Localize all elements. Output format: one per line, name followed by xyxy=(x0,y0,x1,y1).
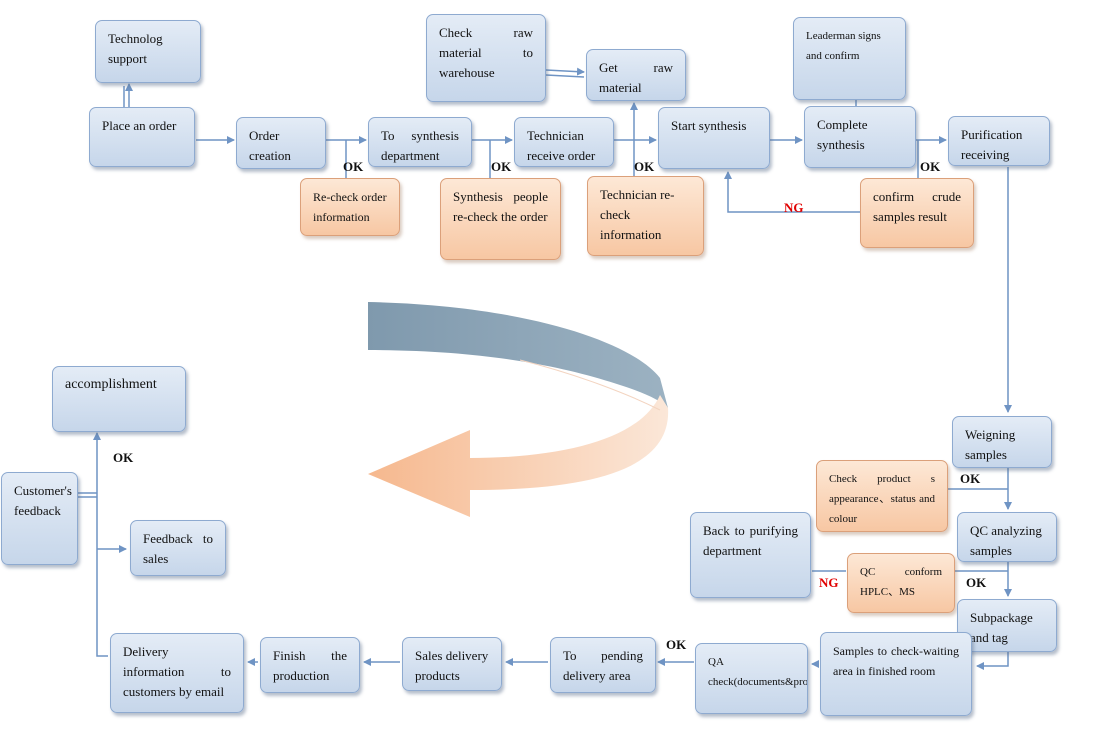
technician-receive-box: Technician receive order xyxy=(514,117,614,167)
finish-production-box: Finish the production xyxy=(260,637,360,693)
ok-label-synthesis-people: OK xyxy=(491,159,512,174)
curved-arrow-edge xyxy=(519,359,661,411)
synthesis-people-recheck-box: Synthesis people re-check the order xyxy=(440,178,561,260)
subpackage-box: Subpackage and tag xyxy=(957,599,1057,652)
leaderman-signs-box: Leaderman signs and confirm xyxy=(793,17,906,100)
pending-delivery-box: To pending delivery area xyxy=(550,637,656,693)
order-creation-box: Order creation xyxy=(236,117,326,169)
recheck-order-info-box: Re-check order information xyxy=(300,178,400,236)
purification-box: Purification receiving xyxy=(948,116,1050,166)
back-purifying-box: Back to purifying department xyxy=(690,512,811,598)
confirm-crude-box: confirm crude samples result xyxy=(860,178,974,248)
place-order-box: Place an order xyxy=(89,107,195,167)
weighing-box: Weigning samples xyxy=(952,416,1052,468)
start-synthesis-box: Start synthesis xyxy=(658,107,770,169)
ok-label-qa: OK xyxy=(666,637,687,652)
customer-feedback-box: Customer's feedback xyxy=(1,472,78,565)
ok-label-technician: OK xyxy=(634,159,655,174)
samples-waiting-box: Samples to check-waiting area in finishe… xyxy=(820,632,972,716)
check-raw-material-box: Check raw material to warehouse xyxy=(426,14,546,102)
curved-direction-arrow xyxy=(368,302,669,517)
ok-label-recheck: OK xyxy=(343,159,364,174)
ng-label-crude: NG xyxy=(784,200,804,215)
qa-check-box: QA check(documents&products) xyxy=(695,643,808,714)
get-raw-material-box: Get raw material xyxy=(586,49,686,101)
curved-arrow-body xyxy=(368,395,669,517)
technolog-support-box: Technolog support xyxy=(95,20,201,83)
qc-analyzing-box: QC analyzing samples xyxy=(957,512,1057,562)
complete-synthesis-box: Complete synthesis xyxy=(804,106,916,168)
qc-conform-box: QC conform HPLC、MS xyxy=(847,553,955,613)
feedback-sales-box: Feedback to sales xyxy=(130,520,226,576)
ok-label-crude: OK xyxy=(920,159,941,174)
technician-recheck-box: Technician re-check information xyxy=(587,176,704,256)
ok-label-accomplishment: OK xyxy=(113,450,134,465)
delivery-info-box: Delivery information to customers by ema… xyxy=(110,633,244,713)
ok-label-qc: OK xyxy=(966,575,987,590)
ok-label-appearance: OK xyxy=(960,471,981,486)
accomplishment-box: accomplishment xyxy=(52,366,186,432)
to-synthesis-box: To synthesis department xyxy=(368,117,472,167)
connectors xyxy=(78,67,1012,670)
check-appearance-box: Check product s appearance、status and co… xyxy=(816,460,948,532)
sales-delivery-box: Sales delivery products xyxy=(402,637,502,691)
curved-arrow-band xyxy=(368,302,668,408)
ng-label-qc: NG xyxy=(819,575,839,590)
